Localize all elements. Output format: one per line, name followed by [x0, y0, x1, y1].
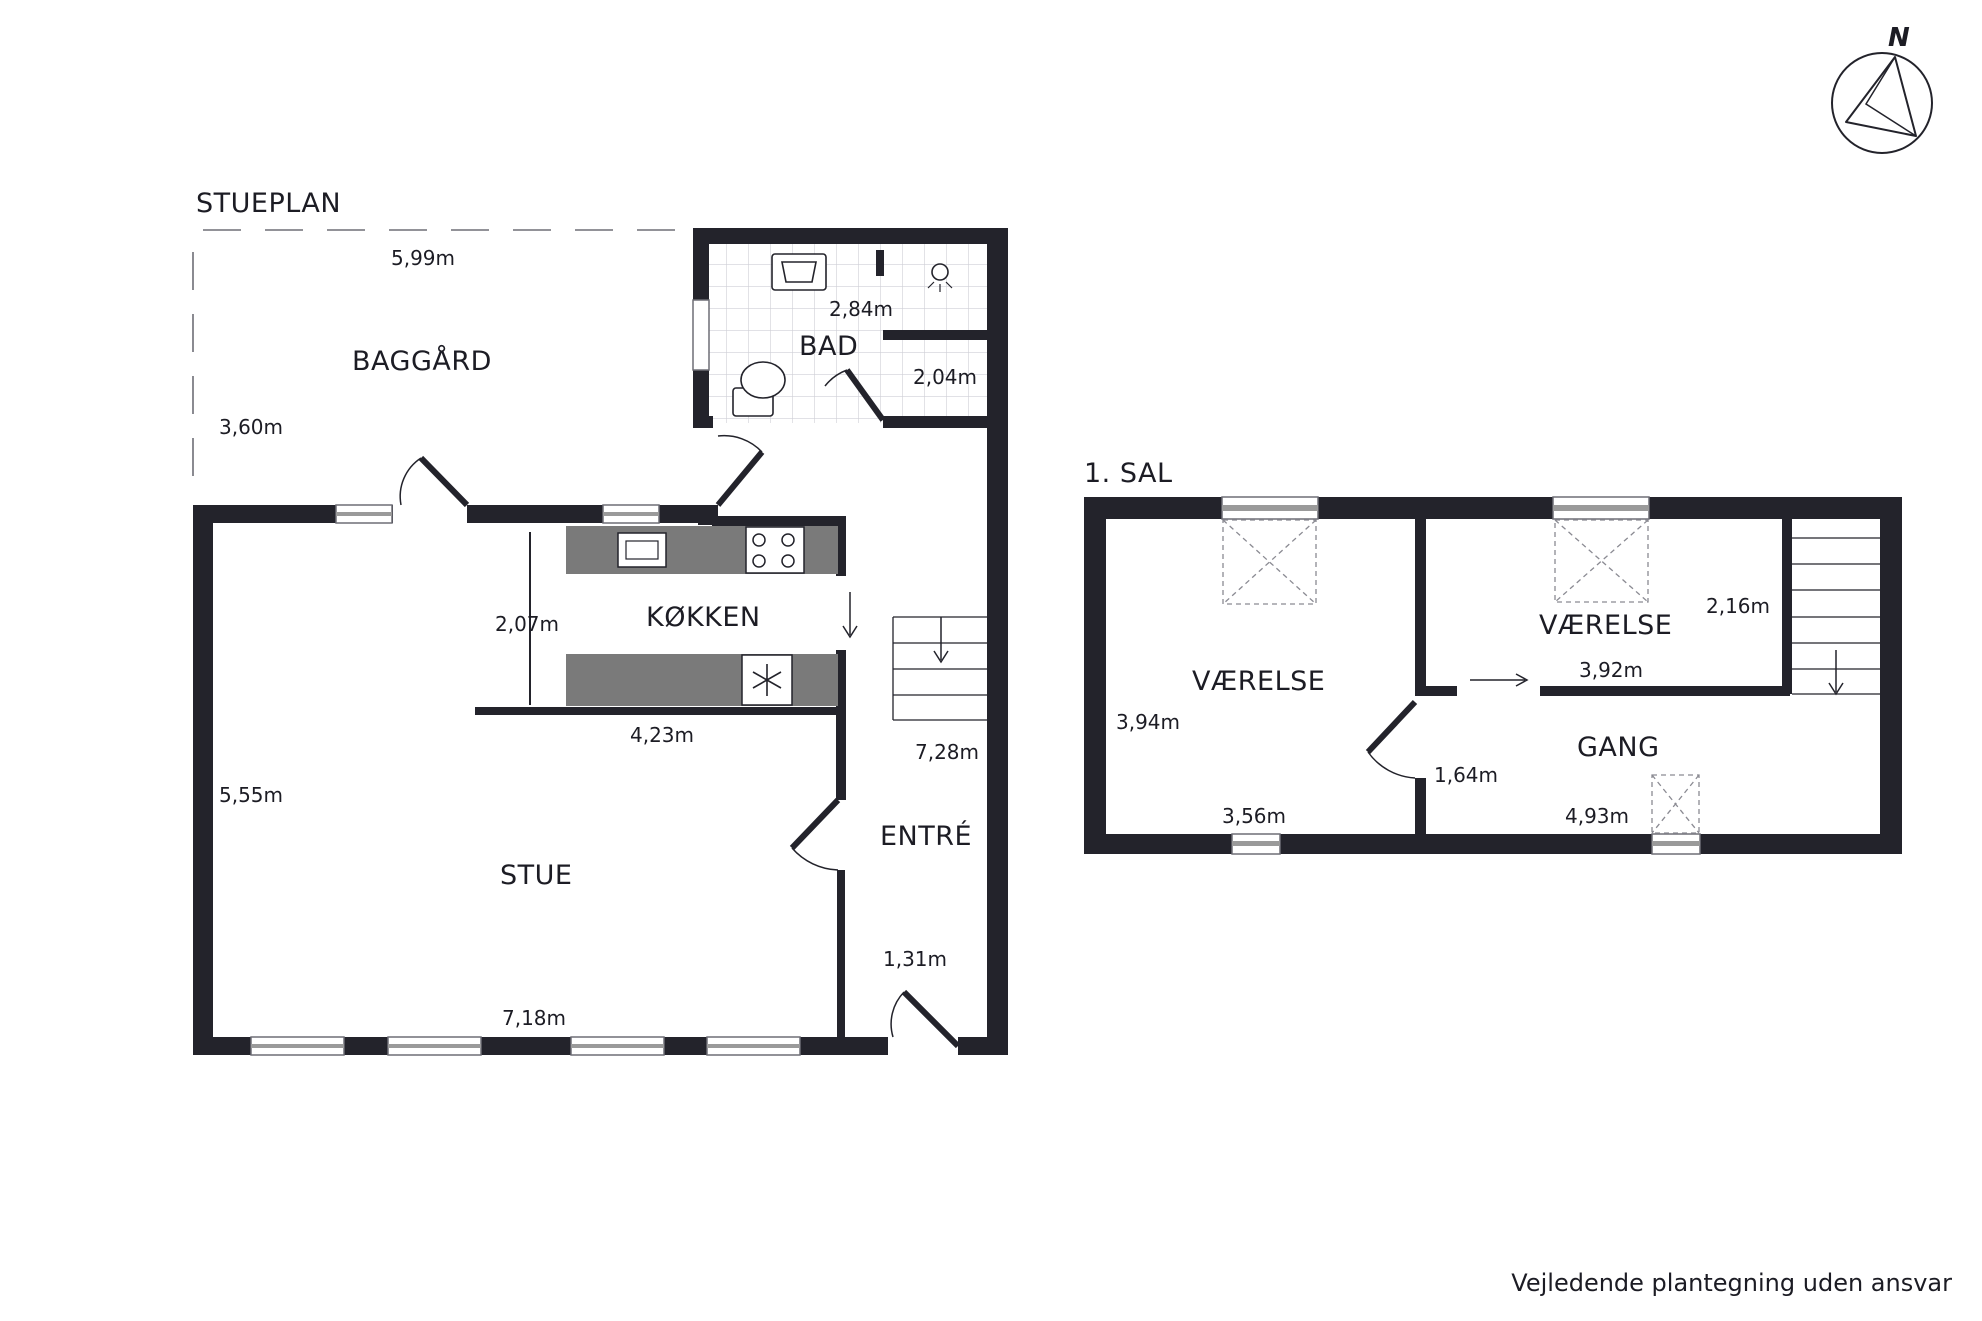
skylights [1222, 519, 1700, 834]
north-arrow-ray [1864, 56, 1917, 137]
ground-floor-doors [399, 368, 961, 1049]
kitchen-counter-bottom [566, 654, 838, 706]
room-label-baggard: BAGGÅRD [352, 345, 492, 377]
upper-floor: 1. SAL [1084, 458, 1902, 855]
dim-entre-depth: 7,28m [915, 740, 979, 764]
freezer-snowflake-icon [741, 654, 793, 706]
entrance-door [901, 989, 961, 1049]
kitchen-sink-icon [617, 532, 667, 568]
north-arrow-icon [1845, 56, 1917, 137]
dim-entre-width: 1,31m [883, 947, 947, 971]
ground-floor: STUEPLAN [192, 188, 1008, 1056]
room-label-vaerelse-2: VÆRELSE [1539, 610, 1672, 641]
ground-floor-stairs [842, 592, 987, 721]
backyard-door [418, 455, 470, 508]
upper-floor-doors [1365, 673, 1529, 779]
room-label-entre: ENTRÉ [880, 820, 972, 852]
compass: N [1831, 23, 1933, 154]
dim-vaerelse-2-width: 3,92m [1579, 658, 1643, 682]
room-label-kokken: KØKKEN [646, 602, 761, 633]
kitchen-counters [566, 526, 838, 706]
compass-north-label: N [1888, 23, 1910, 53]
upper-floor-stairs [1792, 537, 1880, 696]
ground-floor-title: STUEPLAN [196, 188, 341, 219]
toilet-icon [732, 361, 786, 417]
compass-circle [1831, 52, 1933, 154]
dim-baggard-width: 5,99m [391, 246, 455, 270]
room-label-gang: GANG [1577, 732, 1660, 763]
bathroom-door [844, 368, 886, 422]
dim-gang-width: 4,93m [1565, 804, 1629, 828]
dim-bad-depth: 2,04m [913, 365, 977, 389]
dim-vaerelse-2-depth: 2,16m [1706, 594, 1770, 618]
disclaimer: Vejledende plantegning uden ansvar [1511, 1269, 1952, 1297]
vaerelse-1-door [1365, 699, 1418, 755]
backyard-outline [192, 229, 695, 500]
dim-vaerelse-1-width: 3,56m [1222, 804, 1286, 828]
upper-floor-title: 1. SAL [1084, 458, 1173, 489]
room-label-bad: BAD [799, 331, 858, 362]
stue-door [789, 797, 841, 851]
dim-gang-depth: 1,64m [1434, 763, 1498, 787]
bathroom-fixtures [732, 253, 953, 417]
dim-stue-width: 7,18m [502, 1006, 566, 1030]
dim-kokken-width: 4,23m [630, 723, 694, 747]
kitchen-backdoor [715, 450, 765, 507]
dim-stue-depth: 5,55m [219, 783, 283, 807]
room-label-vaerelse-1: VÆRELSE [1192, 666, 1325, 697]
stove-icon [745, 526, 805, 574]
shower-drain-icon [931, 263, 949, 281]
dim-vaerelse-1-depth: 3,94m [1116, 710, 1180, 734]
dim-kokken-depth: 2,07m [495, 612, 559, 636]
dim-bad-width: 2,84m [829, 297, 893, 321]
room-label-stue: STUE [500, 860, 572, 891]
ground-floor-windows [250, 299, 801, 1056]
dim-baggard-depth: 3,60m [219, 415, 283, 439]
